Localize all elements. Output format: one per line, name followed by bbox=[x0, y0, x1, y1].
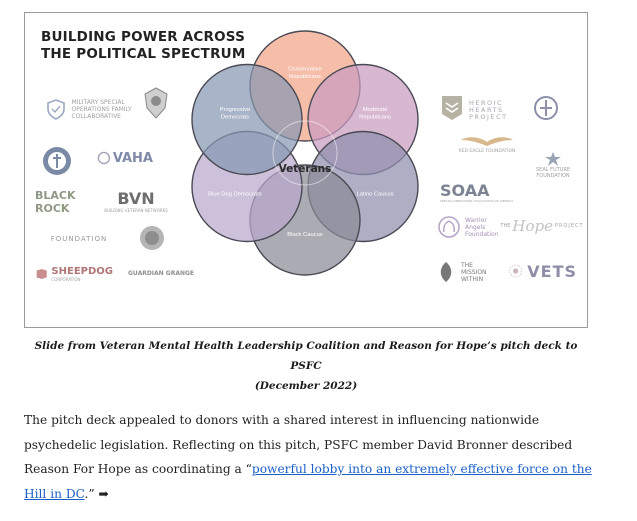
figure-caption-line2: (December 2022) bbox=[254, 380, 358, 392]
logo-sheepdog-subtext: CORPORATION bbox=[51, 277, 81, 282]
logo-bvn: BVN BUILDING VETERAN NETWORKS bbox=[104, 188, 168, 216]
logo-seal-future-line2: FOUNDATION bbox=[536, 173, 570, 179]
venn-label-progressive-democrats-line1: Progressive bbox=[220, 107, 251, 113]
slide-title-line2: THE POLITICAL SPECTRUM bbox=[41, 46, 246, 62]
star-badge-icon bbox=[545, 152, 561, 166]
angel-wings-icon bbox=[438, 216, 460, 238]
logo-warrior-angels: Warrior Angels Foundation bbox=[437, 211, 507, 243]
slide-title: BUILDING POWER ACROSS THE POLITICAL SPEC… bbox=[41, 29, 245, 63]
logo-soaa-text: SOAA bbox=[440, 180, 490, 200]
logo-warrior-angels-line3: Foundation bbox=[465, 230, 499, 238]
eagle-wings-icon bbox=[461, 136, 513, 146]
venn-label-progressive-democrats-line2: Democrats bbox=[221, 114, 249, 120]
logo-heroic-hearts-line2: HEARTS bbox=[469, 105, 504, 114]
logo-military-special-ops: MILITARY SPECIAL OPERATIONS FAMILY COLLA… bbox=[41, 95, 151, 123]
logo-seal-future-line1: SEAL FUTURE bbox=[535, 167, 570, 173]
logo-foundation-text: FOUNDATION bbox=[50, 234, 108, 243]
emblem-icon bbox=[534, 96, 558, 120]
logo-vets-text: VETS bbox=[527, 261, 577, 281]
venn-label-conservative-republicans-line1: Conservative bbox=[288, 66, 322, 72]
logo-round-seal bbox=[137, 223, 167, 253]
logo-soaa-subtext: SPECIAL OPERATIONS ASSOCIATION OF AMERIC… bbox=[440, 198, 514, 203]
logo-heroic-hearts: HEROIC HEARTS PROJECT bbox=[469, 97, 519, 123]
venn-center-ring bbox=[272, 120, 338, 186]
logo-warrior-angels-line2: Angels bbox=[465, 223, 486, 231]
logo-soaa: SOAA SPECIAL OPERATIONS ASSOCIATION OF A… bbox=[437, 177, 513, 207]
logo-foundation: FOUNDATION bbox=[37, 231, 121, 247]
slide-title-line1: BUILDING POWER ACROSS bbox=[41, 29, 246, 45]
logo-mission-within-line3: WITHIN bbox=[461, 275, 484, 283]
body-text-after-link: .” ➡ bbox=[84, 486, 109, 501]
venn-diagram: ConservativeRepublicansModerateRepublica… bbox=[191, 30, 419, 276]
logo-seal-future: SEAL FUTURE FOUNDATION bbox=[527, 147, 579, 183]
venn-center-label: Veterans bbox=[279, 163, 332, 175]
vaha-ring-icon bbox=[97, 151, 111, 165]
logo-emblem bbox=[531, 93, 561, 123]
logo-vets: VETS bbox=[507, 257, 577, 285]
crest-icon bbox=[144, 87, 168, 119]
venn-label-black-caucus: Black Caucus bbox=[287, 232, 323, 238]
mission-leaf-icon bbox=[440, 262, 452, 282]
logo-bvn-subtext: BUILDING VETERAN NETWORKS bbox=[104, 208, 168, 213]
logo-red-eagle-text: RED EAGLE FOUNDATION bbox=[458, 148, 516, 154]
sheepdog-icon bbox=[36, 268, 47, 280]
figure-caption: Slide from Veteran Mental Health Leaders… bbox=[24, 336, 588, 396]
logo-vaha: VAHA bbox=[97, 146, 153, 170]
logo-mission-within-line1: THE bbox=[461, 261, 473, 269]
venn-circle-progressive-democrats bbox=[191, 63, 303, 176]
venn-label-blue-dog-democrats: Blue Dog Democrats bbox=[208, 192, 262, 198]
medical-seal-icon bbox=[43, 147, 71, 175]
venn-label-moderate-republicans-line1: Moderate bbox=[363, 107, 388, 113]
logo-hope-project-main: Hope bbox=[512, 217, 553, 235]
logo-guardian-grange-text: GUARDIAN GRANGE bbox=[127, 269, 195, 277]
logo-military-special-ops-text: MILITARY SPECIAL OPERATIONS FAMILY COLLA… bbox=[71, 98, 132, 120]
logo-hope-project-sub: PROJECT bbox=[554, 222, 584, 229]
logo-heroic-hearts-line1: HEROIC bbox=[469, 98, 504, 107]
logo-black-rock-text: BLACK ROCK bbox=[35, 189, 76, 215]
chevron-badge-icon bbox=[442, 96, 462, 120]
logo-mission-within-line2: MISSION bbox=[461, 268, 487, 276]
logo-sheepdog: SHEEPDOG CORPORATION bbox=[35, 263, 113, 285]
lobby-quote-link[interactable]: powerful lobby into an extremely effecti… bbox=[24, 462, 592, 501]
logo-medical-seal bbox=[39, 143, 75, 179]
logo-bvn-text: BVN bbox=[117, 189, 155, 208]
body-text-before-link: The pitch deck appealed to donors with a… bbox=[24, 413, 573, 476]
logo-hope-project-the: THE bbox=[500, 222, 511, 229]
logo-mission-within: THE MISSION WITHIN bbox=[435, 255, 499, 289]
round-seal-icon bbox=[140, 226, 164, 250]
logo-sheepdog-text: SHEEPDOG bbox=[51, 266, 113, 277]
logo-warrior-angels-line1: Warrior bbox=[465, 216, 487, 224]
slide-image: BUILDING POWER ACROSS THE POLITICAL SPEC… bbox=[24, 12, 588, 328]
logo-vaha-text: VAHA bbox=[112, 150, 153, 166]
logo-red-eagle: RED EAGLE FOUNDATION bbox=[445, 131, 529, 157]
figure-caption-line1: Slide from Veteran Mental Health Leaders… bbox=[34, 340, 578, 372]
vets-network-icon bbox=[509, 264, 522, 278]
logo-guardian-grange: GUARDIAN GRANGE bbox=[121, 266, 201, 280]
logo-hope-project: THE Hope PROJECT bbox=[500, 211, 582, 241]
logo-crest bbox=[139, 85, 173, 121]
shield-icon bbox=[46, 99, 65, 120]
logo-black-rock: BLACK ROCK bbox=[35, 185, 97, 219]
venn-label-conservative-republicans-line2: Republicans bbox=[289, 74, 321, 80]
venn-label-latino-caucus: Latino Caucus bbox=[357, 192, 394, 198]
venn-label-moderate-republicans-line2: Republicans bbox=[359, 114, 391, 120]
logo-heroic-hearts-line3: PROJECT bbox=[469, 112, 508, 121]
body-paragraph: The pitch deck appealed to donors with a… bbox=[24, 408, 614, 506]
logo-chevron-badge bbox=[439, 93, 465, 123]
